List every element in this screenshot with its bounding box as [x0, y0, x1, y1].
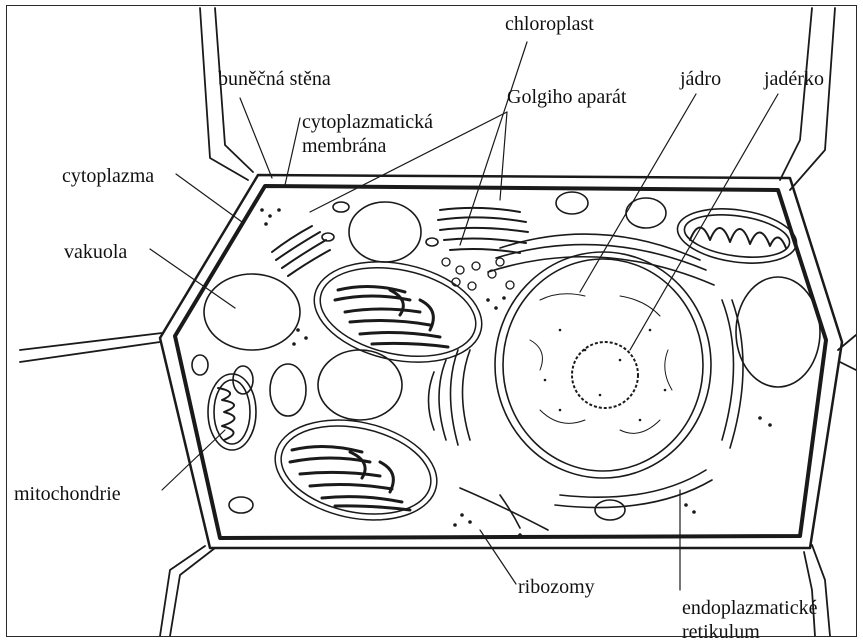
figure-border — [6, 5, 857, 637]
